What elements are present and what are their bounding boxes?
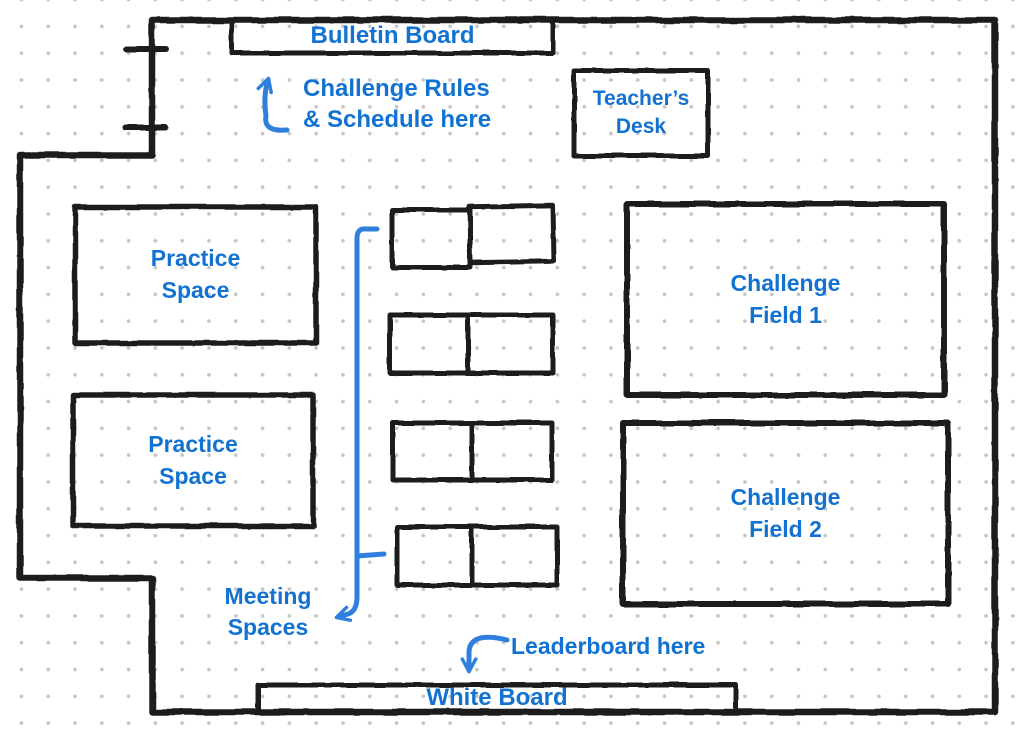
- challenge-field-1-outline: [624, 201, 947, 398]
- practice-space-2-label: Practice Space: [148, 431, 238, 489]
- challenge-field-2-label: Challenge Field 2: [730, 484, 841, 542]
- meeting-table-1-left: [389, 207, 473, 270]
- meeting-table-2: [387, 312, 556, 376]
- challenge-field-2-outline: [620, 420, 951, 607]
- teachers-desk-label: Teacher’s Desk: [592, 86, 690, 138]
- practice-space-1-outline: [72, 204, 319, 346]
- practice-space-2-outline: [70, 392, 316, 529]
- teachers-desk-outline: [571, 68, 711, 159]
- white-board-label: White Board: [426, 684, 568, 712]
- up-arrow-icon: [256, 76, 290, 133]
- leaderboard-annotation: Leaderboard here: [511, 633, 706, 660]
- meeting-table-1-right: [467, 202, 556, 266]
- challenge-rules-annotation: Challenge Rules & Schedule here: [303, 74, 492, 133]
- bulletin-board-outline: [229, 17, 556, 56]
- practice-space-1-label: Practice Space: [150, 245, 241, 303]
- challenge-field-1-label: Challenge Field 1: [730, 269, 841, 328]
- meeting-table-3: [390, 420, 555, 483]
- meeting-spaces-bracket: [334, 226, 380, 623]
- down-arrow-icon: [460, 634, 510, 674]
- meeting-spaces-annotation: Meeting Spaces: [224, 582, 312, 640]
- meeting-spaces-bracket-tick: [354, 551, 387, 559]
- meeting-table-4: [394, 524, 560, 588]
- bulletin-board-label: Bulletin Board: [310, 21, 475, 49]
- white-board-outline: [255, 682, 739, 715]
- room-outline-wall: [16, 16, 999, 716]
